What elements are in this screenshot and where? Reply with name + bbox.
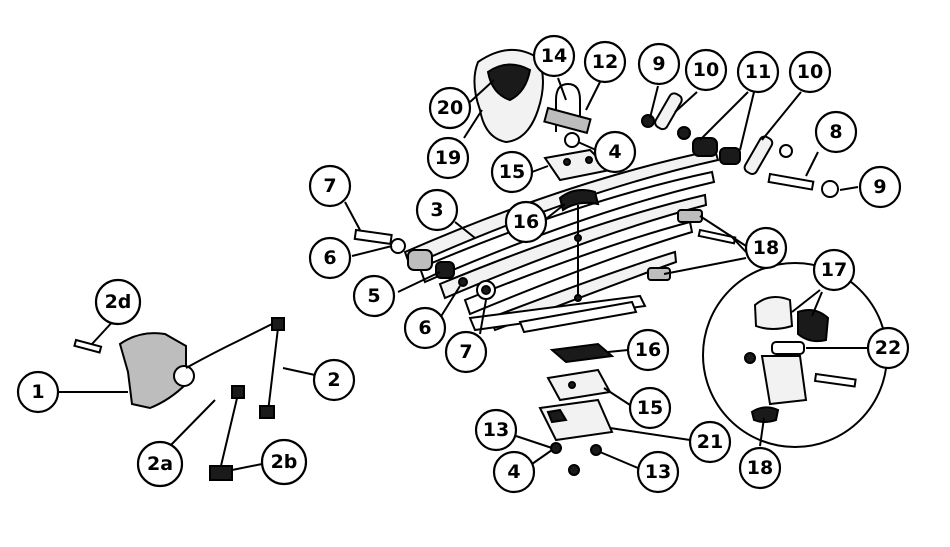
lower-fasteners [550, 442, 602, 476]
callout-18-inset: 18 [738, 446, 782, 490]
lower-clamp-plate [546, 368, 612, 402]
svg-text:12: 12 [592, 51, 618, 73]
callout-4-bottom: 4 [492, 450, 536, 494]
svg-text:2b: 2b [271, 451, 298, 473]
callout-4-top: 4 [593, 130, 637, 174]
callout-6-left: 6 [308, 236, 352, 280]
svg-text:10: 10 [693, 59, 719, 81]
svg-text:6: 6 [418, 317, 431, 339]
svg-text:17: 17 [821, 259, 847, 281]
link-rod-2 [259, 317, 285, 419]
svg-text:19: 19 [435, 147, 461, 169]
svg-text:16: 16 [635, 339, 661, 361]
svg-text:10: 10 [797, 61, 823, 83]
svg-text:4: 4 [608, 141, 621, 163]
callout-16-bottom: 16 [626, 328, 670, 372]
svg-text:20: 20 [437, 97, 463, 119]
callout-18-right: 18 [744, 226, 788, 270]
leader-lines [58, 77, 868, 471]
svg-text:9: 9 [652, 53, 665, 75]
svg-text:15: 15 [637, 397, 663, 419]
svg-text:15: 15 [499, 161, 525, 183]
svg-text:8: 8 [829, 121, 842, 143]
callout-10-left: 10 [684, 48, 728, 92]
svg-text:14: 14 [541, 45, 567, 67]
callout-2a: 2a [136, 440, 184, 488]
callout-12: 12 [583, 40, 627, 84]
callout-15-bottom: 15 [628, 386, 672, 430]
top-pad [558, 189, 600, 212]
leaf-spring-pack [403, 148, 720, 334]
callout-14: 14 [532, 34, 576, 78]
front-eye-bush [407, 249, 455, 279]
svg-text:18: 18 [753, 237, 779, 259]
callout-13-left: 13 [474, 408, 518, 452]
lower-bracket-plate [538, 398, 614, 442]
callout-17: 17 [812, 248, 856, 292]
front-bolt [353, 228, 406, 254]
callout-9-top: 9 [637, 42, 681, 86]
svg-text:7: 7 [459, 341, 472, 363]
svg-text:9: 9 [873, 176, 886, 198]
svg-text:5: 5 [367, 285, 380, 307]
svg-text:1: 1 [31, 381, 44, 403]
svg-text:16: 16 [513, 211, 539, 233]
callout-13-right: 13 [636, 450, 680, 494]
callout-2: 2 [312, 358, 356, 402]
callout-3: 3 [415, 188, 459, 232]
sensor-assembly [73, 323, 273, 410]
callout-19: 19 [426, 136, 470, 180]
callout-9-right: 9 [858, 165, 902, 209]
inset-detail [702, 262, 888, 448]
u-bolt [543, 82, 592, 148]
callout-11: 11 [736, 50, 780, 94]
callout-8: 8 [814, 110, 858, 154]
link-rod-2a [209, 385, 245, 481]
svg-text:13: 13 [645, 461, 671, 483]
callout-20: 20 [428, 86, 472, 130]
callout-2b: 2b [260, 438, 308, 486]
top-clamp-plate [543, 148, 613, 182]
svg-text:7: 7 [323, 175, 336, 197]
svg-text:6: 6 [323, 247, 336, 269]
front-nut [458, 277, 496, 300]
svg-text:4: 4 [507, 461, 520, 483]
callout-2d: 2d [94, 278, 142, 326]
callout-21: 21 [688, 420, 732, 464]
svg-text:22: 22 [875, 337, 901, 359]
svg-text:11: 11 [745, 61, 771, 83]
bump-stop-rubber [486, 63, 532, 102]
rear-shackle-assembly [641, 92, 839, 198]
callout-5: 5 [352, 274, 396, 318]
svg-text:18: 18 [747, 457, 773, 479]
svg-text:13: 13 [483, 419, 509, 441]
svg-text:3: 3 [430, 199, 443, 221]
svg-text:2: 2 [327, 369, 340, 391]
callout-1: 1 [16, 370, 60, 414]
callout-10-right: 10 [788, 50, 832, 94]
callout-7-top: 7 [308, 164, 352, 208]
callout-22: 22 [866, 326, 910, 370]
callout-7-bottom: 7 [444, 330, 488, 374]
svg-text:2d: 2d [105, 291, 132, 313]
svg-text:2a: 2a [147, 453, 173, 475]
callout-6-bottom: 6 [403, 306, 447, 350]
lower-pad [549, 342, 615, 364]
callout-15-top: 15 [490, 150, 534, 194]
callout-16-top: 16 [504, 200, 548, 244]
svg-text:21: 21 [697, 431, 723, 453]
